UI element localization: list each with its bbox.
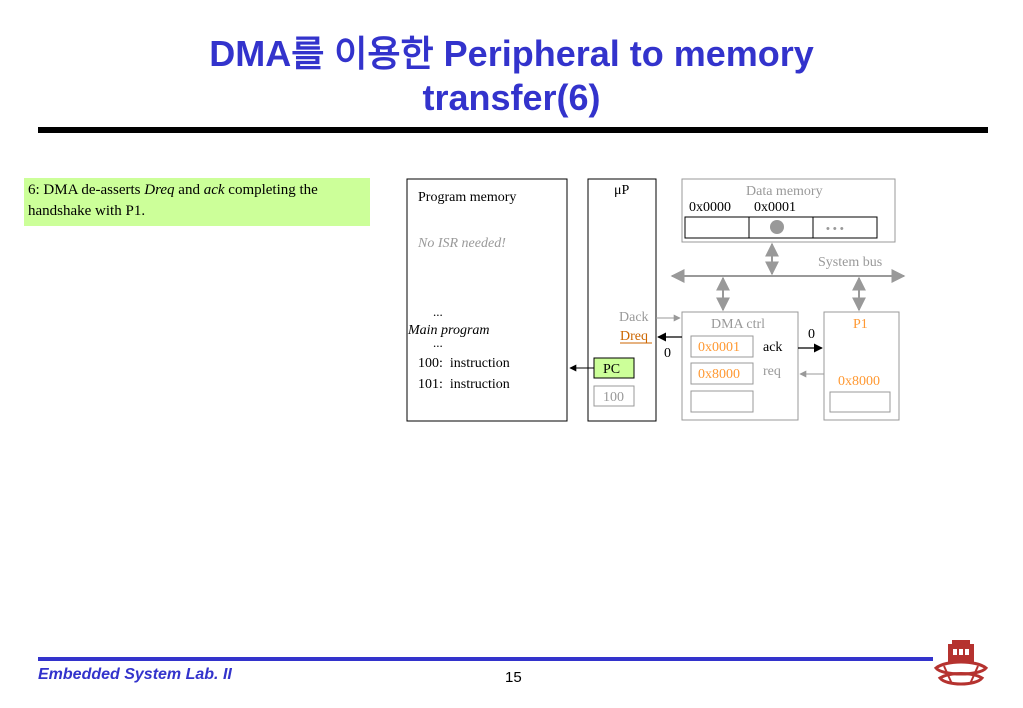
note-and: and (174, 182, 204, 198)
program-memory-box (406, 178, 568, 422)
no-isr-text: No ISR needed! (417, 236, 506, 251)
data-memory-addr-0: 0x0000 (689, 200, 731, 215)
data-memory-title: Data memory (746, 184, 823, 199)
ellipsis-bottom: ... (433, 335, 443, 350)
data-memory-dots: • • • (826, 223, 844, 235)
slide-title: DMA를 이용한 Peripheral to memory transfer(6… (0, 32, 1023, 120)
up-box (587, 178, 657, 422)
dack-label: Dack (619, 310, 649, 325)
dreq-value: 0 (664, 346, 671, 361)
university-emblem-icon (933, 640, 989, 686)
up-label: μP (614, 183, 630, 198)
ack-value: 0 (808, 327, 815, 342)
note-rest: completing the handshake with P1. (28, 182, 318, 219)
data-memory-marker (770, 220, 784, 234)
page-number: 15 (505, 669, 522, 686)
note-dreq: Dreq (144, 182, 175, 198)
p1-title: P1 (853, 317, 868, 332)
dma-ack-label: ack (763, 340, 782, 355)
program-memory-title: Program memory (418, 190, 516, 205)
title-line-2: transfer(6) (422, 77, 601, 118)
dreq-label: Dreq (620, 329, 648, 344)
p1-register (829, 391, 891, 413)
p1-value: 0x8000 (838, 374, 880, 389)
title-divider (38, 127, 988, 133)
dma-ctrl-title: DMA ctrl (711, 317, 765, 332)
dma-reg-1 (690, 335, 754, 358)
dma-reg-2 (690, 362, 754, 385)
pc-value: 100 (603, 390, 624, 405)
system-bus-label: System bus (818, 255, 882, 270)
pc-label: PC (603, 362, 620, 377)
footer-lab-name: Embedded System Lab. II (38, 666, 232, 683)
main-program-label: Main program (407, 323, 490, 338)
footer-divider (38, 657, 933, 661)
title-line-1: DMA를 이용한 Peripheral to memory (209, 33, 814, 74)
dma-reg-2-value: 0x8000 (698, 367, 740, 382)
dma-reg-3 (690, 390, 754, 413)
pc-value-box (593, 385, 635, 407)
instruction-100: 100: instruction (418, 356, 510, 371)
instruction-101: 101: instruction (418, 377, 510, 392)
data-memory-addr-1: 0x0001 (754, 200, 796, 215)
ellipsis-top: ... (433, 304, 443, 319)
note-ack: ack (203, 182, 225, 198)
dma-req-label: req (763, 364, 781, 379)
dma-reg-1-value: 0x0001 (698, 340, 740, 355)
step-note: 6: DMA de-asserts Dreq and ack completin… (24, 178, 370, 226)
note-step: 6: DMA de-asserts (28, 182, 145, 198)
